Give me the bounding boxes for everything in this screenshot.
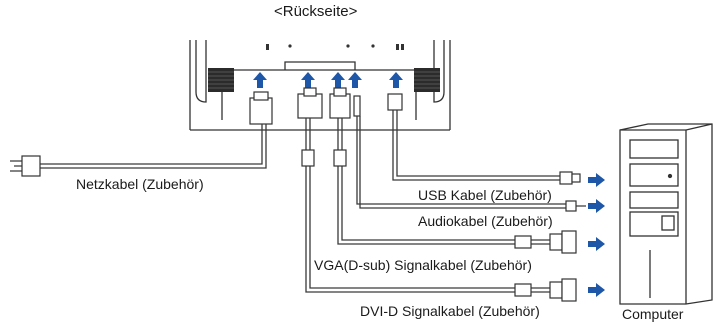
audio-cable-label: Audiokabel (Zubehör) — [418, 213, 553, 229]
left-speaker-grille — [208, 68, 234, 92]
computer-tower — [619, 123, 713, 305]
monitor-rear — [189, 40, 451, 131]
up-arrow-icon — [331, 72, 345, 88]
right-arrow-icon — [588, 173, 605, 187]
power-plug — [10, 155, 41, 177]
vga-cable-label: VGA(D-sub) Signalkabel (Zubehör) — [314, 257, 532, 273]
diagram-title: <Rückseite> — [274, 3, 358, 20]
port-arrows — [253, 72, 403, 88]
audio-plug — [565, 200, 586, 212]
direction-arrows — [588, 173, 605, 297]
up-arrow-icon — [389, 72, 403, 88]
power-cable-label: Netzkabel (Zubehör) — [76, 176, 204, 192]
usb-plug — [559, 171, 581, 185]
monitor-connectors — [249, 87, 403, 125]
vga-plug — [549, 230, 577, 254]
dvi-cable-label: DVI-D Signalkabel (Zubehör) — [360, 303, 540, 319]
up-arrow-icon — [348, 72, 362, 88]
computer-label: Computer — [622, 306, 684, 322]
ferrite-cores — [301, 149, 532, 297]
right-arrow-icon — [588, 283, 605, 297]
dvi-plug — [549, 278, 577, 302]
up-arrow-icon — [301, 72, 315, 88]
usb-cable-label: USB Kabel (Zubehör) — [418, 187, 552, 203]
up-arrow-icon — [253, 72, 267, 88]
right-speaker-grille — [414, 68, 440, 92]
monitor-top-marks — [266, 44, 404, 50]
right-arrow-icon — [588, 237, 605, 251]
right-arrow-icon — [588, 199, 605, 213]
